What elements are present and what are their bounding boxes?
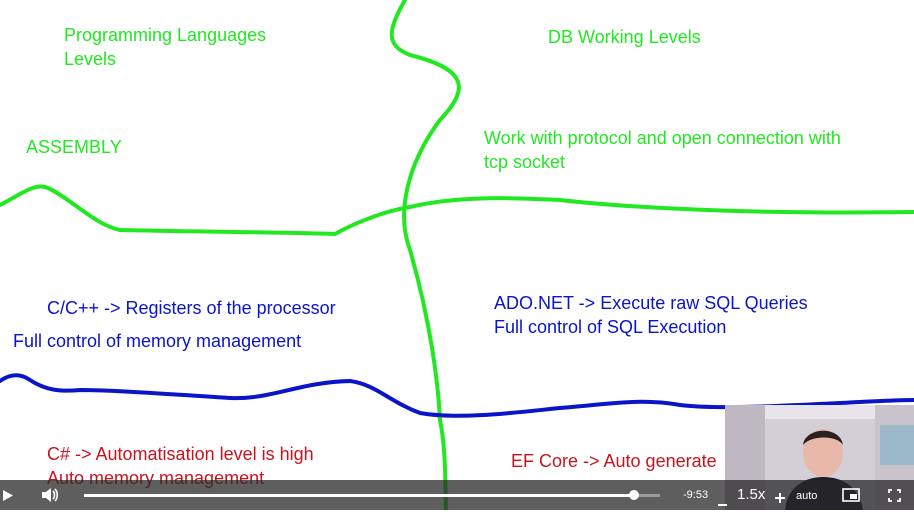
- time-remaining: -9:53: [683, 489, 709, 501]
- left-column-title: Programming Languages Levels: [64, 25, 267, 69]
- play-icon: [3, 490, 13, 501]
- speed-decrease-button[interactable]: [718, 494, 727, 512]
- picture-in-picture-button[interactable]: [842, 488, 860, 507]
- plus-icon: [775, 493, 785, 503]
- play-button[interactable]: [2, 489, 14, 507]
- seek-bar[interactable]: [84, 490, 660, 500]
- vertical-divider-line: [389, 0, 461, 510]
- upper-horizontal-line: [0, 184, 914, 237]
- seek-bar-handle[interactable]: [628, 490, 639, 500]
- seek-bar-played: [84, 494, 634, 497]
- ef-core-note: EF Core -> Auto generate: [511, 451, 717, 471]
- volume-button[interactable]: [41, 487, 59, 508]
- pip-icon: [842, 488, 860, 502]
- volume-icon: [42, 488, 59, 502]
- minus-icon: [718, 504, 727, 506]
- speed-increase-button[interactable]: [775, 490, 785, 508]
- memory-control-note: Full control of memory management: [13, 331, 302, 351]
- cpp-note: C/C++ -> Registers of the processor: [47, 298, 336, 318]
- fullscreen-button[interactable]: [888, 489, 901, 507]
- quality-selector[interactable]: auto: [796, 490, 818, 502]
- playback-speed[interactable]: 1.5x: [737, 486, 766, 503]
- fullscreen-icon: [888, 489, 901, 502]
- tcp-socket-note: Work with protocol and open connection w…: [484, 128, 841, 172]
- right-column-title: DB Working Levels: [548, 27, 701, 47]
- ado-net-note: ADO.NET -> Execute raw SQL Queries Full …: [494, 293, 808, 337]
- assembly-label: ASSEMBLY: [26, 137, 122, 157]
